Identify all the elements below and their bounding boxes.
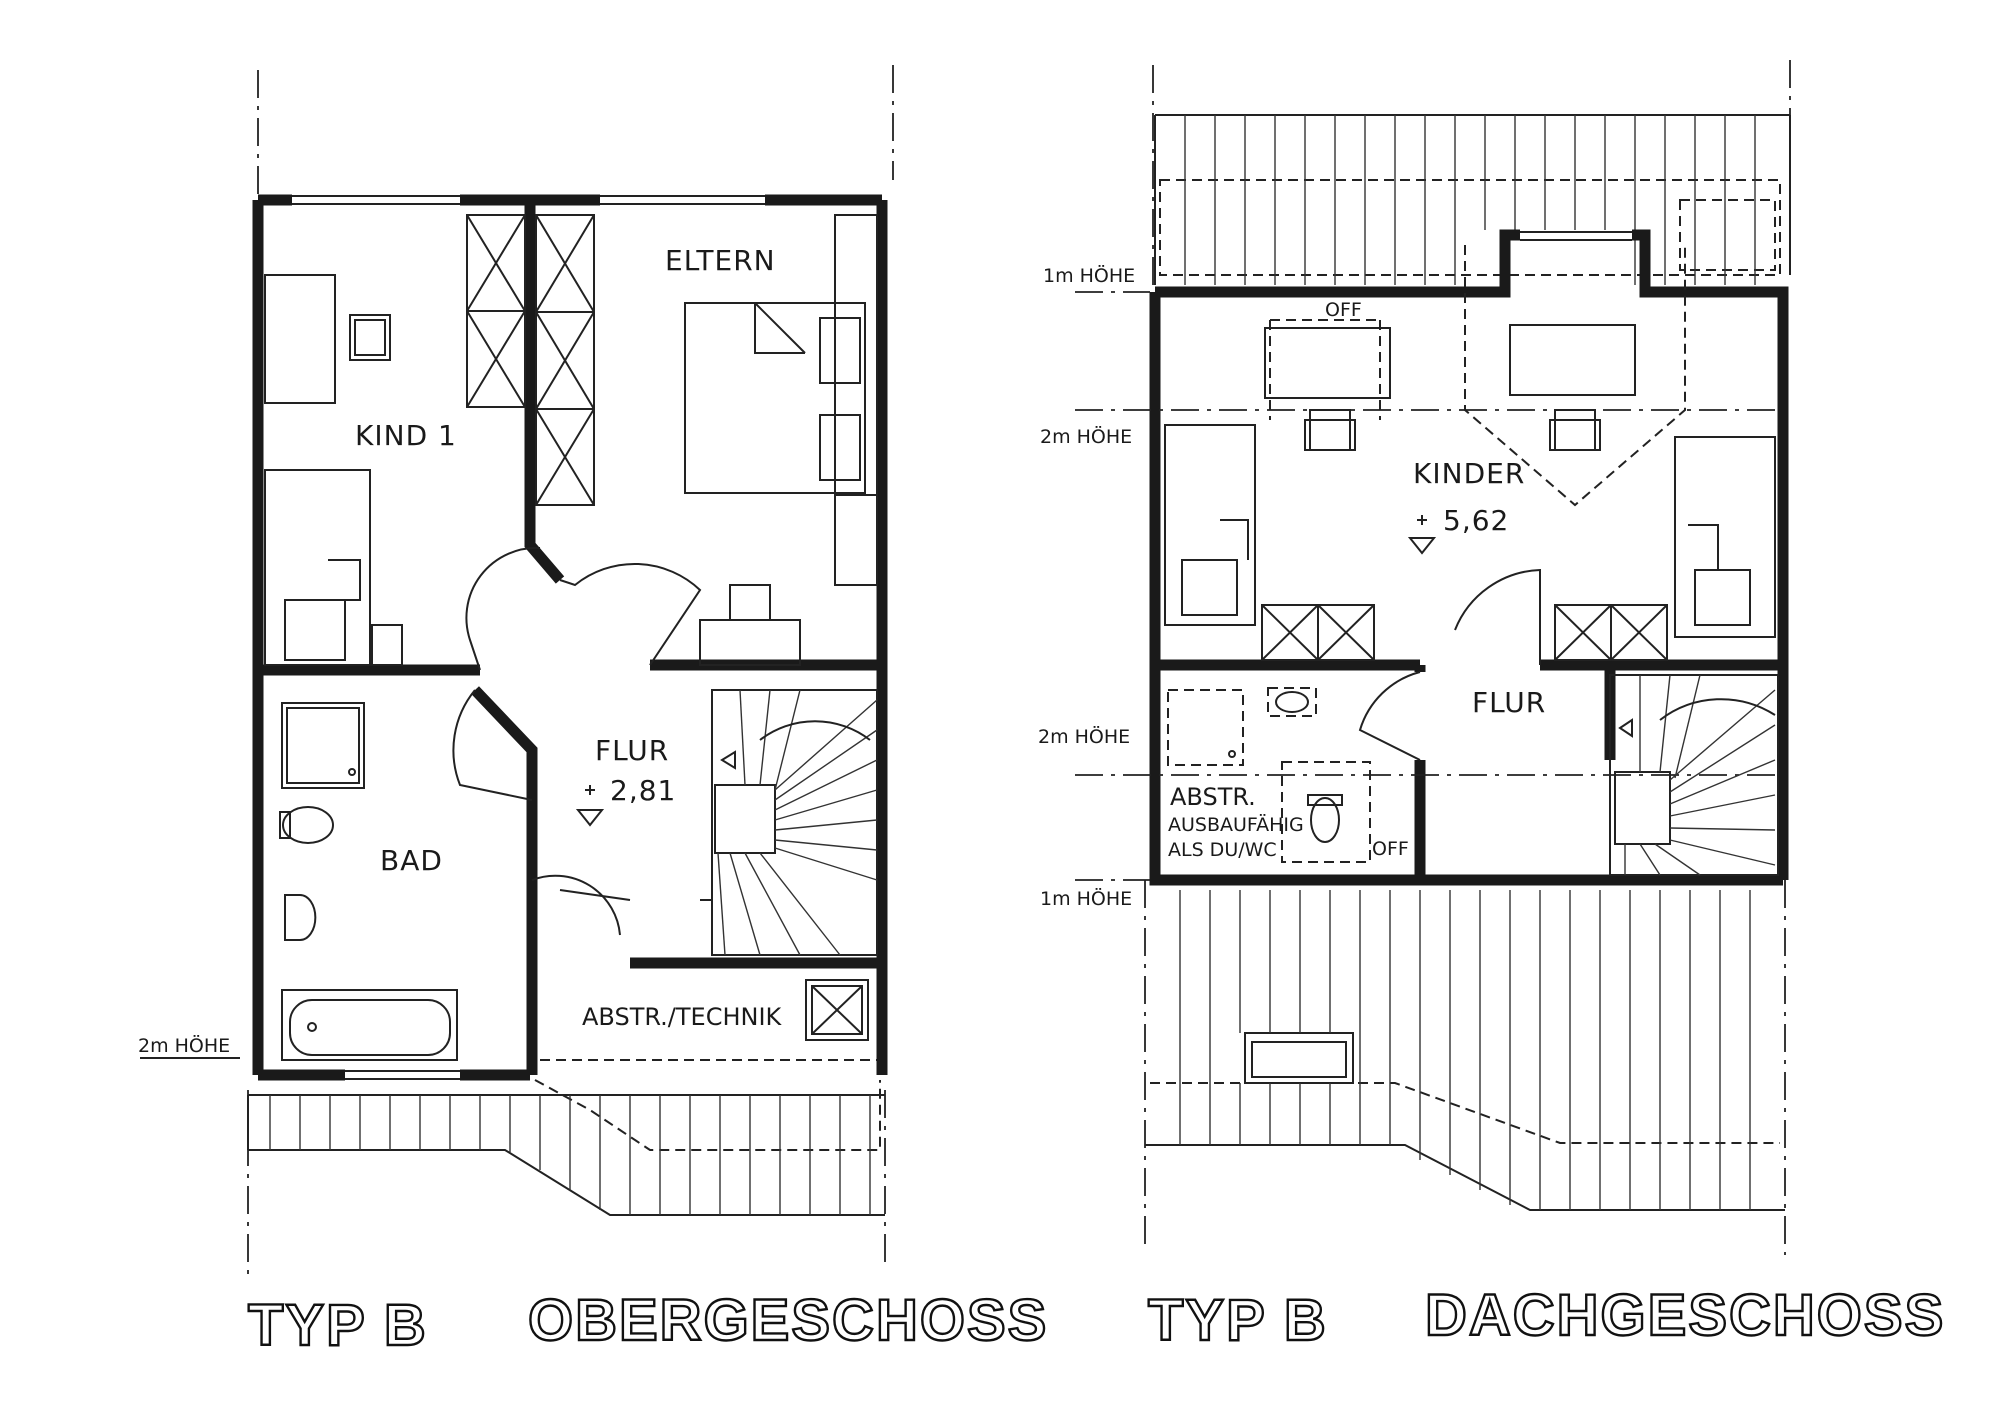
dachgeschoss-roof-bottom bbox=[1145, 890, 1785, 1211]
height-mark-2m-lower: 2m HÖHE bbox=[1038, 725, 1130, 748]
type-label-dachgeschoss: TYP B bbox=[1148, 1288, 1328, 1353]
kind1-furniture bbox=[264, 274, 403, 666]
label-off-bath: OFF bbox=[1372, 838, 1409, 860]
room-label-kinder: KINDER bbox=[1413, 457, 1525, 490]
flur-level-value: 2,81 bbox=[610, 774, 676, 807]
room-label-kind1: KIND 1 bbox=[355, 419, 457, 452]
dachgeschoss-doors bbox=[1358, 568, 1541, 761]
kinder-level-marker bbox=[1407, 515, 1437, 555]
room-label-als-du-wc: ALS DU/WC bbox=[1168, 839, 1277, 861]
height-mark-1m-top: 1m HÖHE bbox=[1043, 264, 1135, 287]
floor-title-dachgeschoss: DACHGESCHOSS bbox=[1425, 1283, 1945, 1348]
flur-level-marker bbox=[575, 785, 605, 827]
eltern-furniture bbox=[684, 214, 878, 666]
kinder-beds bbox=[1164, 424, 1776, 638]
abstr-bath-area bbox=[1167, 687, 1371, 863]
technik-shaft bbox=[805, 979, 869, 1041]
dachgeschoss-outer-walls bbox=[1149, 229, 1789, 886]
room-label-abstr-technik: ABSTR./TECHNIK bbox=[582, 1003, 783, 1031]
obergeschoss-stairs bbox=[700, 689, 878, 956]
kinder-level-value: 5,62 bbox=[1443, 504, 1509, 537]
dachgeschoss-plan: OFF KINDER 5,62 FLUR ABSTR. AUSBAUFÄHIG … bbox=[1038, 60, 1945, 1354]
room-label-flur-dg: FLUR bbox=[1472, 686, 1546, 719]
obergeschoss-doors bbox=[452, 546, 702, 936]
height-mark-1m-bottom: 1m HÖHE bbox=[1040, 887, 1132, 910]
obergeschoss-outer-walls bbox=[252, 194, 888, 1081]
obergeschoss-roof-terrace bbox=[247, 1079, 885, 1216]
room-label-flur: FLUR bbox=[595, 734, 669, 767]
room-label-eltern: ELTERN bbox=[665, 244, 776, 277]
bad-fixtures bbox=[279, 702, 458, 1061]
dachgeschoss-stairs bbox=[1609, 674, 1779, 876]
room-label-ausbaufaehig: AUSBAUFÄHIG bbox=[1168, 813, 1304, 836]
type-label-obergeschoss: TYP B bbox=[248, 1293, 428, 1358]
label-off-dormer: OFF bbox=[1325, 299, 1362, 321]
room-label-bad: BAD bbox=[380, 844, 443, 877]
wardrobe-eltern bbox=[535, 214, 595, 506]
floor-title-obergeschoss: OBERGESCHOSS bbox=[528, 1288, 1048, 1353]
dachgeschoss-roof-top bbox=[1154, 114, 1791, 285]
kinder-cabinets bbox=[1261, 604, 1668, 661]
height-mark-2m-upper: 2m HÖHE bbox=[1040, 425, 1132, 448]
kinder-desks bbox=[1264, 324, 1636, 451]
height-mark-2m: 2m HÖHE bbox=[138, 1034, 230, 1057]
room-label-abstr: ABSTR. bbox=[1170, 783, 1256, 811]
obergeschoss-plan: KIND 1 ELTERN FLUR 2,81 BAD ABSTR./TECHN… bbox=[138, 65, 1048, 1359]
wardrobe-kind1 bbox=[466, 214, 526, 408]
